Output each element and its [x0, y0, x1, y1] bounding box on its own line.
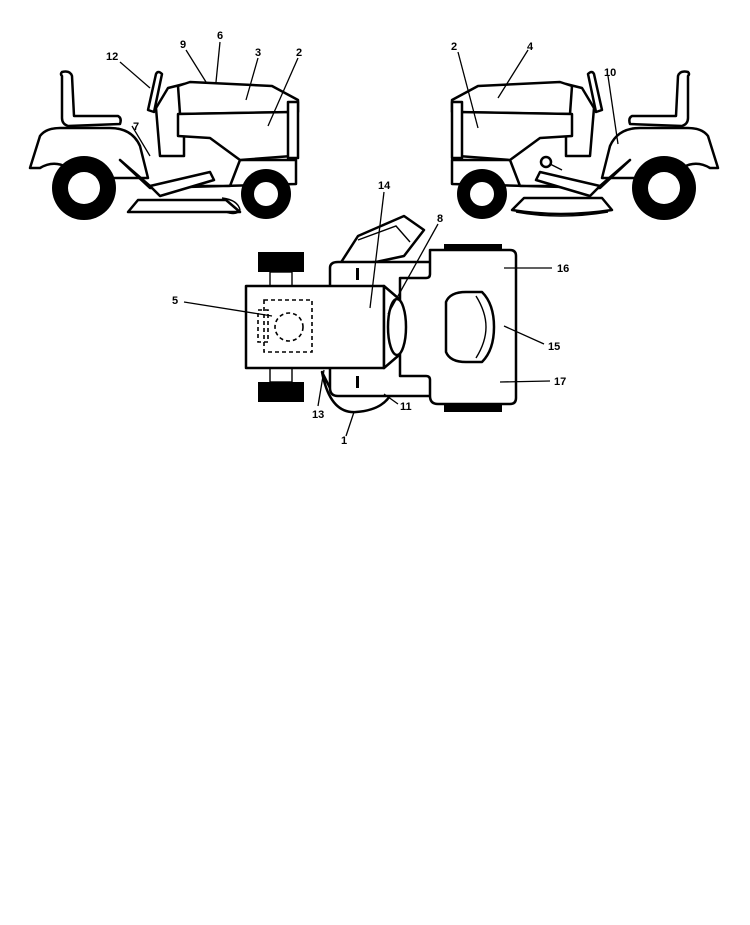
engine-cap	[274, 312, 304, 342]
callout-7: 7	[133, 121, 139, 133]
front-tire-bottom	[258, 382, 304, 402]
callout-10: 10	[604, 67, 616, 79]
callout-8: 8	[437, 213, 443, 225]
callout-9: 9	[180, 39, 186, 51]
callout-13: 13	[312, 409, 324, 421]
rear-tire-bottom	[444, 402, 502, 412]
lift-lever	[549, 163, 563, 171]
rear-fender	[600, 126, 720, 180]
hood-top-view	[244, 284, 386, 370]
deck-chute	[221, 197, 241, 215]
foot-step	[534, 170, 602, 198]
callout-12: 12	[106, 51, 118, 63]
lift-lever-knob	[539, 155, 553, 169]
seat	[628, 70, 691, 128]
tractor-left-side-view	[28, 70, 300, 220]
seat-top-view	[444, 290, 496, 364]
steering-wheel	[146, 70, 164, 114]
callout-17: 17	[554, 376, 566, 388]
seat	[59, 70, 122, 128]
callout-labels: 12 9 6 3 2 7 2 4 10 14 8 5 16 15 17 13 1…	[106, 30, 616, 447]
rear-fender	[28, 126, 150, 180]
callout-11: 11	[400, 401, 412, 413]
discharge-chute	[338, 214, 426, 266]
callout-2-right: 2	[451, 41, 457, 53]
callout-15: 15	[548, 341, 560, 353]
tractor-top-view	[244, 214, 518, 414]
callout-2-left: 2	[296, 47, 302, 59]
dash-panel	[386, 297, 408, 357]
tractor-right-side-view	[450, 70, 720, 220]
mower-deck	[126, 198, 242, 214]
hood-side	[176, 110, 294, 162]
callout-5: 5	[172, 295, 178, 307]
mower-deck	[510, 196, 614, 216]
deck-underline	[515, 211, 609, 217]
callout-1: 1	[341, 435, 347, 447]
deck-mark	[356, 376, 359, 388]
callout-3: 3	[255, 47, 261, 59]
foot-step	[148, 170, 216, 198]
front-tire-top	[258, 252, 304, 272]
callout-14: 14	[378, 180, 391, 192]
callout-16: 16	[557, 263, 569, 275]
callout-6: 6	[217, 30, 223, 42]
callout-4: 4	[527, 41, 534, 53]
grille	[450, 100, 464, 160]
grille	[286, 100, 300, 160]
steering-wheel	[586, 70, 604, 114]
engine-outline	[263, 299, 313, 353]
leader-lines	[119, 41, 619, 437]
deck-mark	[356, 268, 359, 280]
